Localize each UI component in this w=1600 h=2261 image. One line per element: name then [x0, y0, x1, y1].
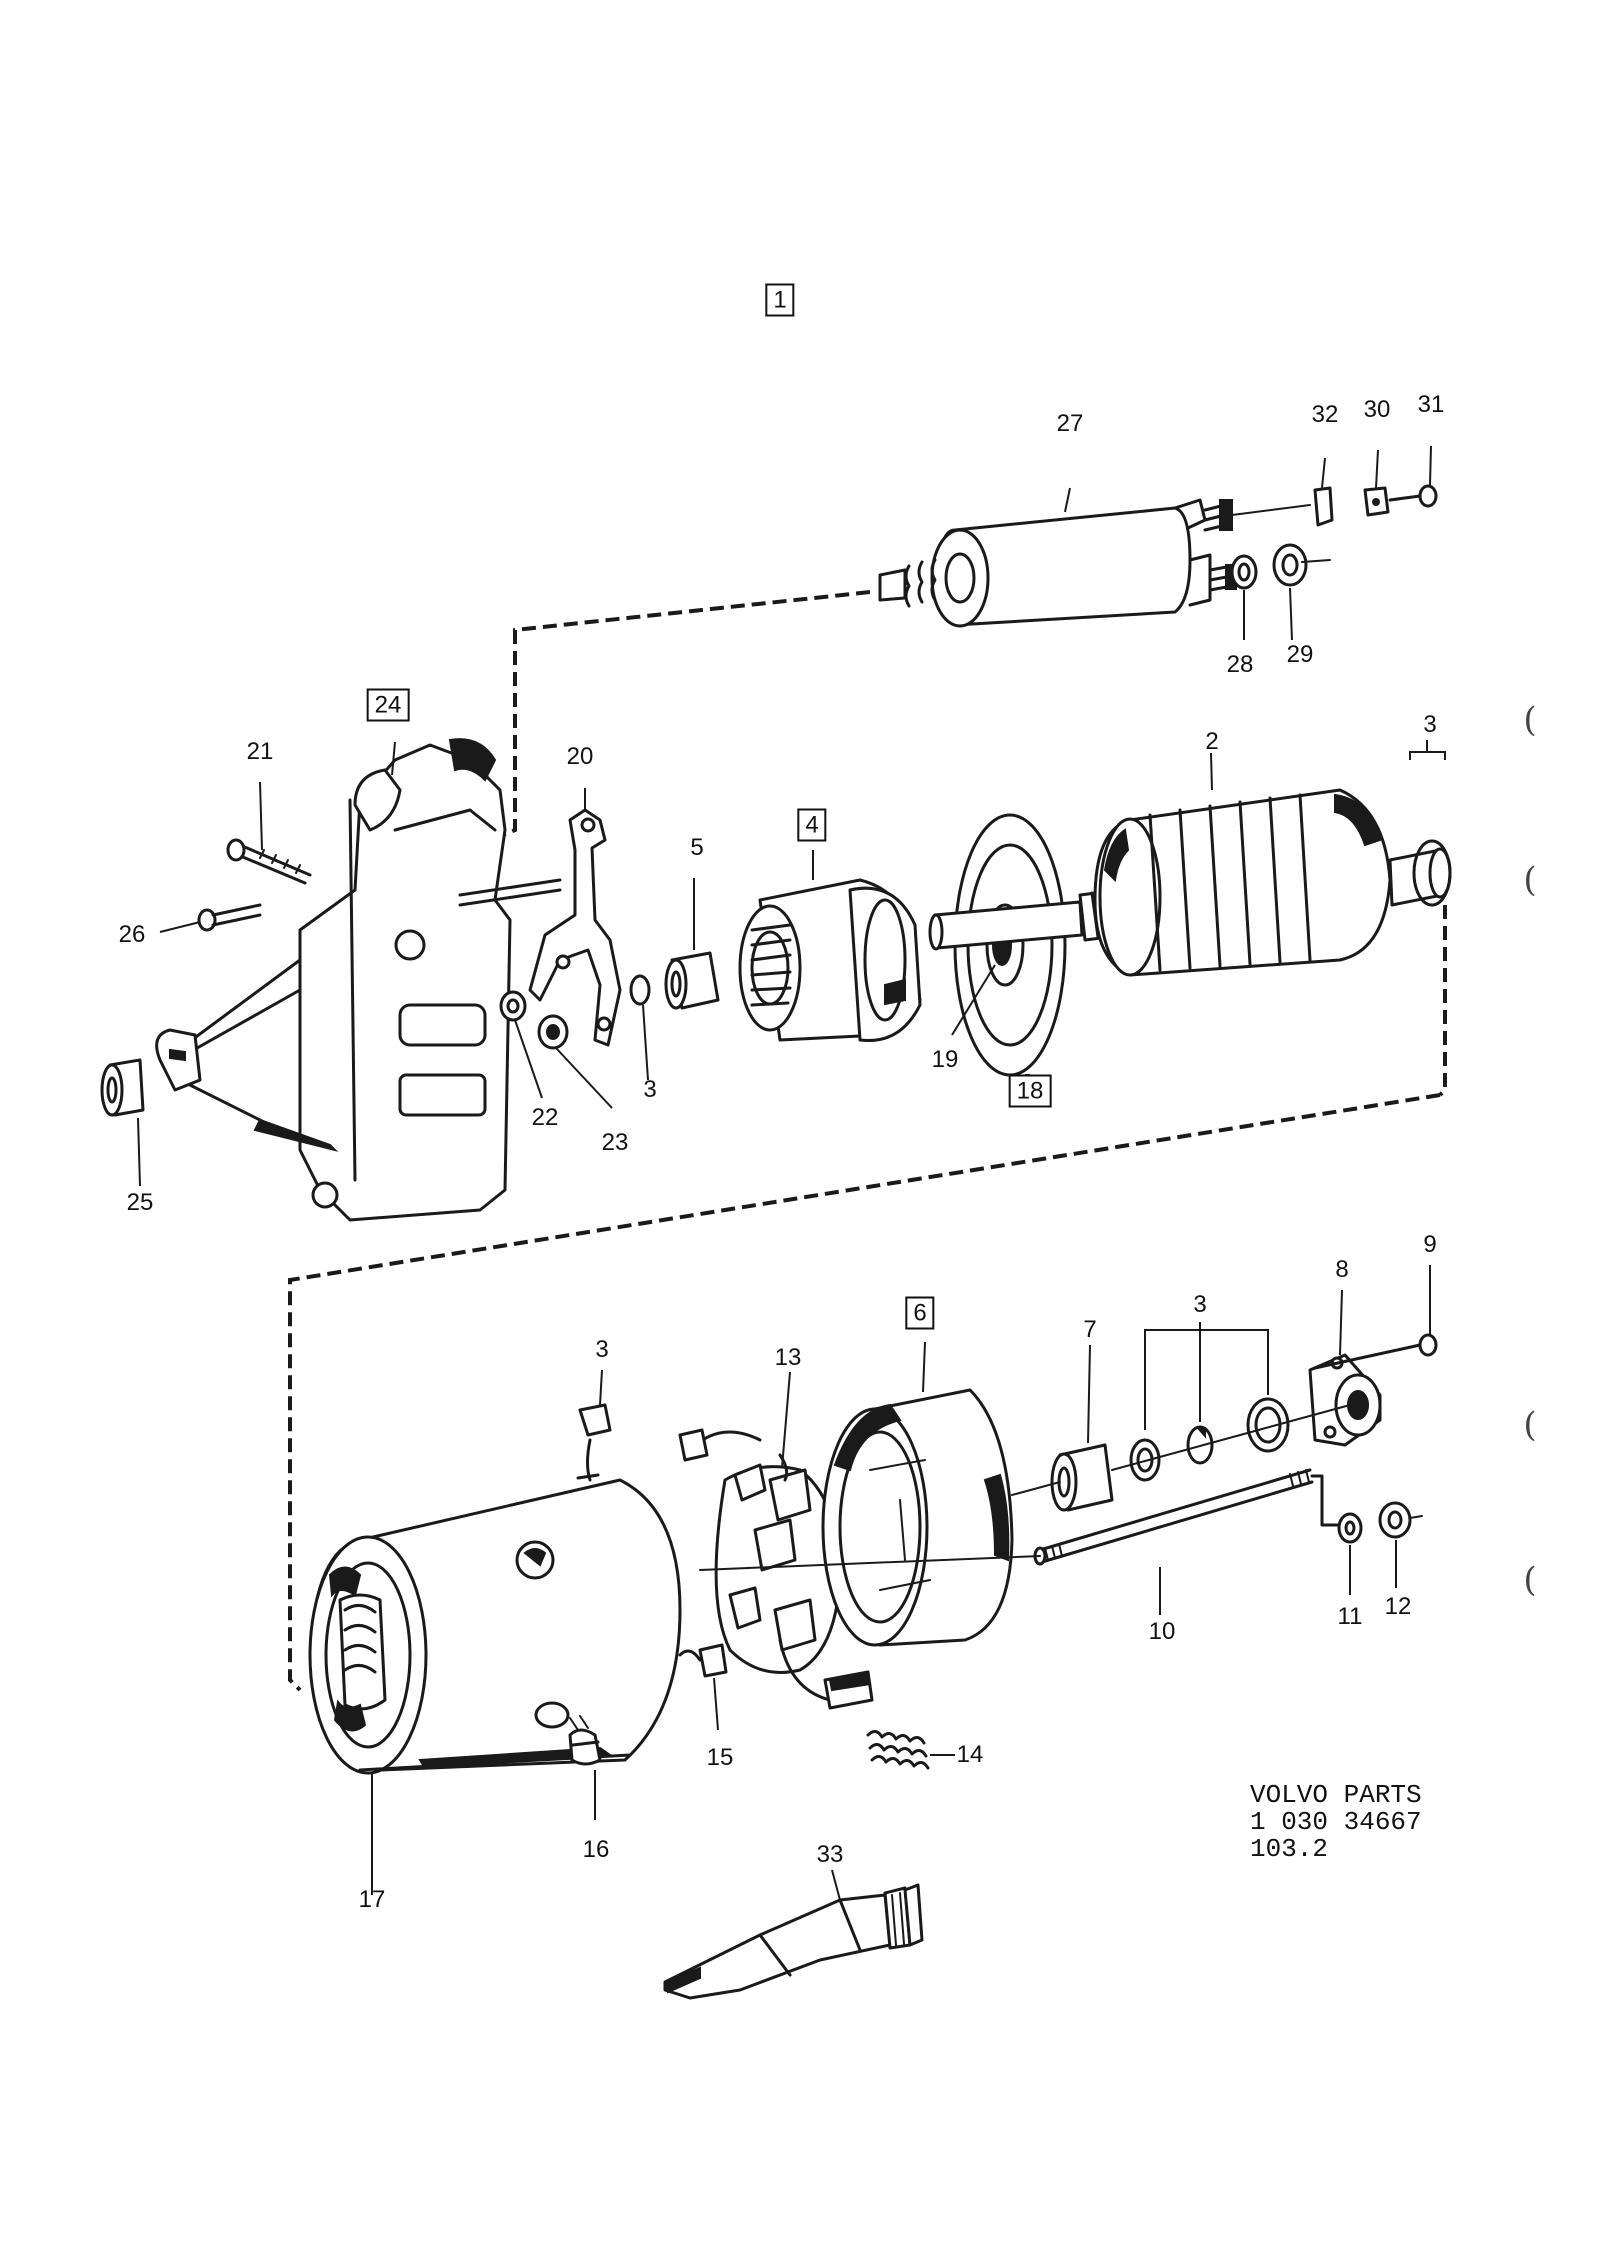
- pivot-rod: [458, 878, 562, 907]
- commutator-end-cap: [821, 1388, 1014, 1647]
- seal-ring-3c: [1246, 1397, 1290, 1453]
- bearing-cover-8: [1308, 1353, 1382, 1447]
- callout-13: 13: [774, 1344, 802, 1371]
- callout-11: 11: [1337, 1603, 1363, 1630]
- callout-28: 28: [1226, 651, 1254, 678]
- margin-mark-1: (: [1523, 700, 1537, 740]
- callout-8: 8: [1335, 1256, 1349, 1283]
- callout-10: 10: [1148, 1618, 1176, 1645]
- callout-30: 30: [1363, 396, 1391, 423]
- callout-9: 9: [1423, 1231, 1437, 1258]
- margin-mark-4: (: [1523, 1560, 1537, 1600]
- shaft-19: [928, 900, 1084, 951]
- callout-27: 27: [1056, 410, 1084, 437]
- callout-18: 18: [1008, 1074, 1052, 1108]
- armature: [1078, 788, 1452, 977]
- callout-33: 33: [816, 1841, 844, 1868]
- axis-line-bottom: [1011, 1404, 1351, 1496]
- brush-spring-14: [866, 1730, 930, 1770]
- bushing-25: [100, 1058, 145, 1117]
- bushing-23: [537, 1014, 569, 1050]
- lock-ring-3b: [1186, 1425, 1214, 1465]
- bush-7: [1050, 1443, 1114, 1512]
- drive-pinion-assembly: [738, 878, 922, 1043]
- margin-mark-3: (: [1523, 1405, 1537, 1445]
- callout-3-terminal: 3: [595, 1336, 609, 1363]
- callout-15: 15: [706, 1744, 734, 1771]
- callout-23: 23: [601, 1129, 629, 1156]
- washer-28: [1230, 554, 1258, 590]
- part-number-line: 1 030 34667: [1250, 1807, 1422, 1837]
- callout-17: 17: [358, 1886, 386, 1913]
- field-terminal-3: [576, 1403, 612, 1482]
- washer-22: [499, 990, 527, 1022]
- pole-screw-16: [568, 1715, 602, 1766]
- callout-7: 7: [1083, 1316, 1097, 1343]
- callout-3-rings: 3: [1193, 1291, 1207, 1318]
- callout-32: 32: [1311, 401, 1339, 428]
- callout-2: 2: [1205, 728, 1219, 755]
- plate-30: [1363, 486, 1390, 517]
- leader-lines: [137, 445, 1432, 1901]
- callout-14: 14: [956, 1741, 984, 1768]
- callout-29: 29: [1286, 641, 1314, 668]
- drive-end-housing: [155, 738, 512, 1222]
- callout-16: 16: [582, 1836, 610, 1863]
- callout-group-1: 1: [765, 283, 795, 317]
- section-line: 103.2: [1250, 1834, 1329, 1864]
- stator-yoke: [308, 1478, 682, 1775]
- margin-mark-2: (: [1523, 860, 1537, 900]
- engaging-lever: [528, 808, 622, 1047]
- callout-26: 26: [118, 921, 146, 948]
- bolt-21: [226, 838, 312, 885]
- callout-6: 6: [905, 1296, 935, 1330]
- nut-29: [1272, 543, 1308, 587]
- guide-line-solenoid: [489, 590, 871, 842]
- grease-tube: [663, 1883, 924, 2000]
- callout-20: 20: [566, 743, 594, 770]
- callout-25: 25: [126, 1189, 154, 1216]
- bracket-3-middle: [1144, 1322, 1269, 1430]
- clip-32: [1313, 486, 1334, 527]
- callout-3-lever: 3: [643, 1076, 657, 1103]
- callout-22: 22: [531, 1104, 559, 1131]
- sleeve-5: [664, 951, 720, 1010]
- brush-holder-plate: [678, 1428, 874, 1710]
- callout-12: 12: [1384, 1593, 1412, 1620]
- nut-12: [1378, 1501, 1423, 1539]
- brush-15: [678, 1643, 728, 1678]
- axis-line-bolt: [699, 1555, 1041, 1571]
- callout-24: 24: [366, 688, 410, 722]
- screw-26: [197, 903, 262, 932]
- callout-4: 4: [797, 808, 827, 842]
- callout-5: 5: [690, 834, 704, 861]
- brand-line: VOLVO PARTS: [1250, 1780, 1422, 1810]
- guide-line-armature: [288, 905, 1447, 1692]
- catalogue-reference: VOLVO PARTS 1 030 34667 103.2: [1250, 1782, 1422, 1863]
- solenoid-switch: [878, 498, 1311, 628]
- callout-3-armature: 3: [1423, 711, 1437, 738]
- screw-31: [1388, 484, 1438, 508]
- ring-3-lever: [629, 974, 651, 1006]
- callout-19: 19: [931, 1046, 959, 1073]
- washer-11: [1337, 1512, 1363, 1544]
- callout-21: 21: [246, 738, 274, 765]
- bracket-3-top: [1409, 740, 1446, 760]
- screw-9: [1313, 1333, 1438, 1370]
- callout-31: 31: [1417, 391, 1445, 418]
- through-bolt-10: [1033, 1468, 1344, 1566]
